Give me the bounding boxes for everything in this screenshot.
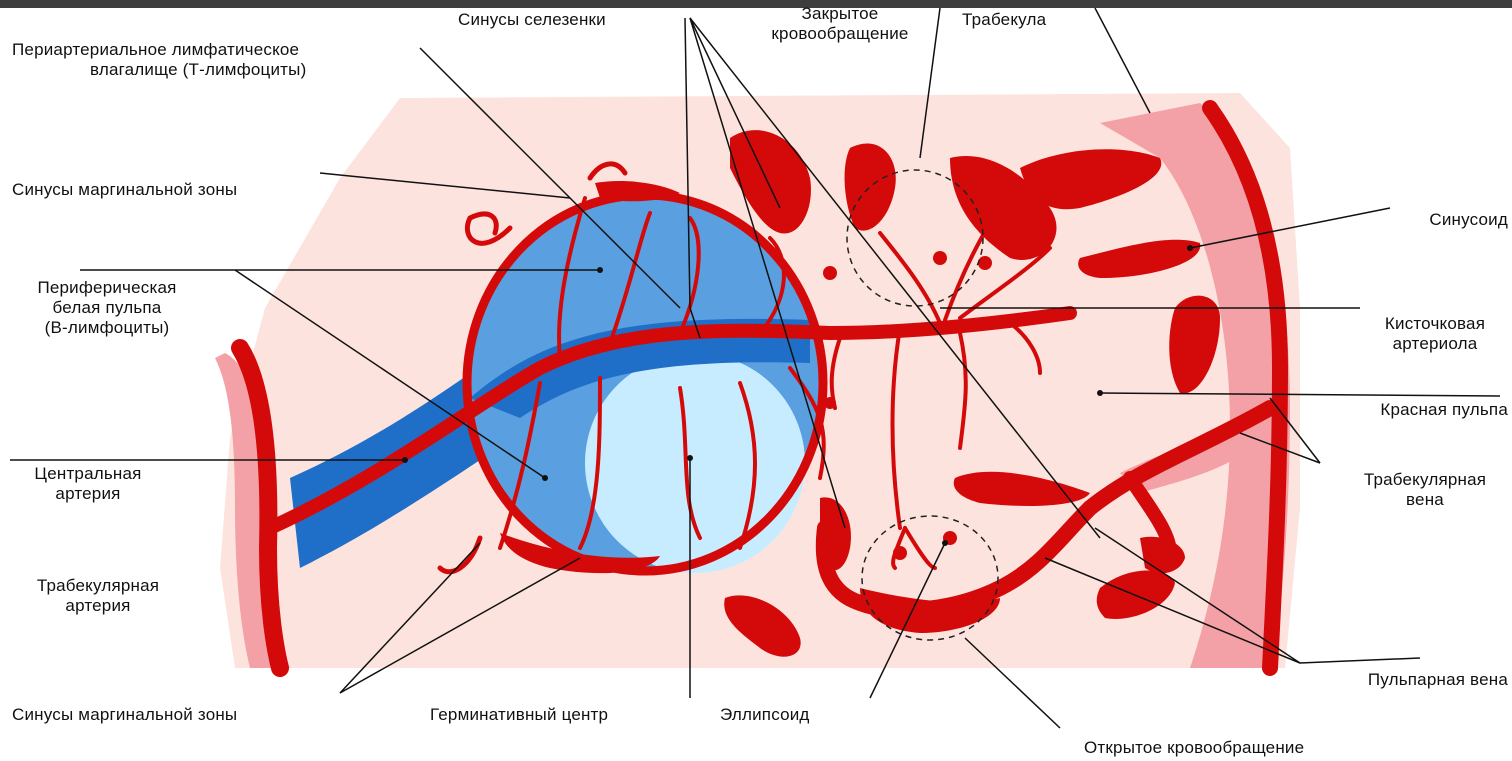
ellipsoid-node [823, 266, 837, 280]
label-penicillar-arteriole: Кисточковая артериола [1362, 314, 1508, 354]
label-peripheral-white-pulp-line3: (В-лимфоциты) [12, 318, 202, 338]
label-red-pulp: Красная пульпа [1336, 400, 1508, 420]
label-pals-line2: влагалище (Т-лимфоциты) [12, 60, 306, 80]
label-trabecular-vein-line2: вена [1340, 490, 1510, 510]
diagram-canvas: Синусы селезенки Закрытое кровообращение… [0, 8, 1512, 761]
label-trabecular-artery-line2: артерия [8, 596, 188, 616]
label-central-artery: Центральная артерия [8, 464, 168, 504]
label-trabecular-artery-line1: Трабекулярная [8, 576, 188, 596]
label-central-artery-line2: артерия [8, 484, 168, 504]
label-penicillar-arteriole-line1: Кисточковая [1362, 314, 1508, 334]
label-peripheral-white-pulp-line1: Периферическая [12, 278, 202, 298]
label-sinusoid: Синусоид [1380, 210, 1508, 230]
germinal-center-area [585, 353, 805, 573]
label-trabecular-vein: Трабекулярная вена [1340, 470, 1510, 510]
ellipsoid-node [893, 546, 907, 560]
ellipsoid-node [933, 251, 947, 265]
label-marginal-zone-sinuses-bottom: Синусы маргинальной зоны [12, 705, 237, 725]
label-spleen-sinuses: Синусы селезенки [458, 10, 606, 30]
label-closed-circulation-line2: кровообращение [750, 24, 930, 44]
label-pulp-vein: Пульпарная вена [1300, 670, 1508, 690]
label-peripheral-white-pulp-line2: белая пульпа [12, 298, 202, 318]
label-ellipsoid: Эллипсоид [720, 705, 810, 725]
label-closed-circulation: Закрытое кровообращение [750, 4, 930, 44]
spleen-circulation-diagram [0, 8, 1512, 761]
label-open-circulation: Открытое кровообращение [1084, 738, 1304, 758]
ellipsoid-node [824, 397, 836, 409]
ellipsoid-node [978, 256, 992, 270]
label-germinal-center: Герминативный центр [430, 705, 608, 725]
label-closed-circulation-line1: Закрытое [750, 4, 930, 24]
label-trabecular-vein-line1: Трабекулярная [1340, 470, 1510, 490]
label-trabecula: Трабекула [962, 10, 1046, 30]
label-penicillar-arteriole-line2: артериола [1362, 334, 1508, 354]
label-central-artery-line1: Центральная [8, 464, 168, 484]
label-trabecular-artery: Трабекулярная артерия [8, 576, 188, 616]
label-marginal-zone-sinuses-top: Синусы маргинальной зоны [12, 180, 237, 200]
label-pals-line1: Периартериальное лимфатическое [12, 40, 306, 60]
label-pals: Периартериальное лимфатическое влагалище… [12, 40, 306, 80]
label-peripheral-white-pulp: Периферическая белая пульпа (В-лимфоциты… [12, 278, 202, 338]
